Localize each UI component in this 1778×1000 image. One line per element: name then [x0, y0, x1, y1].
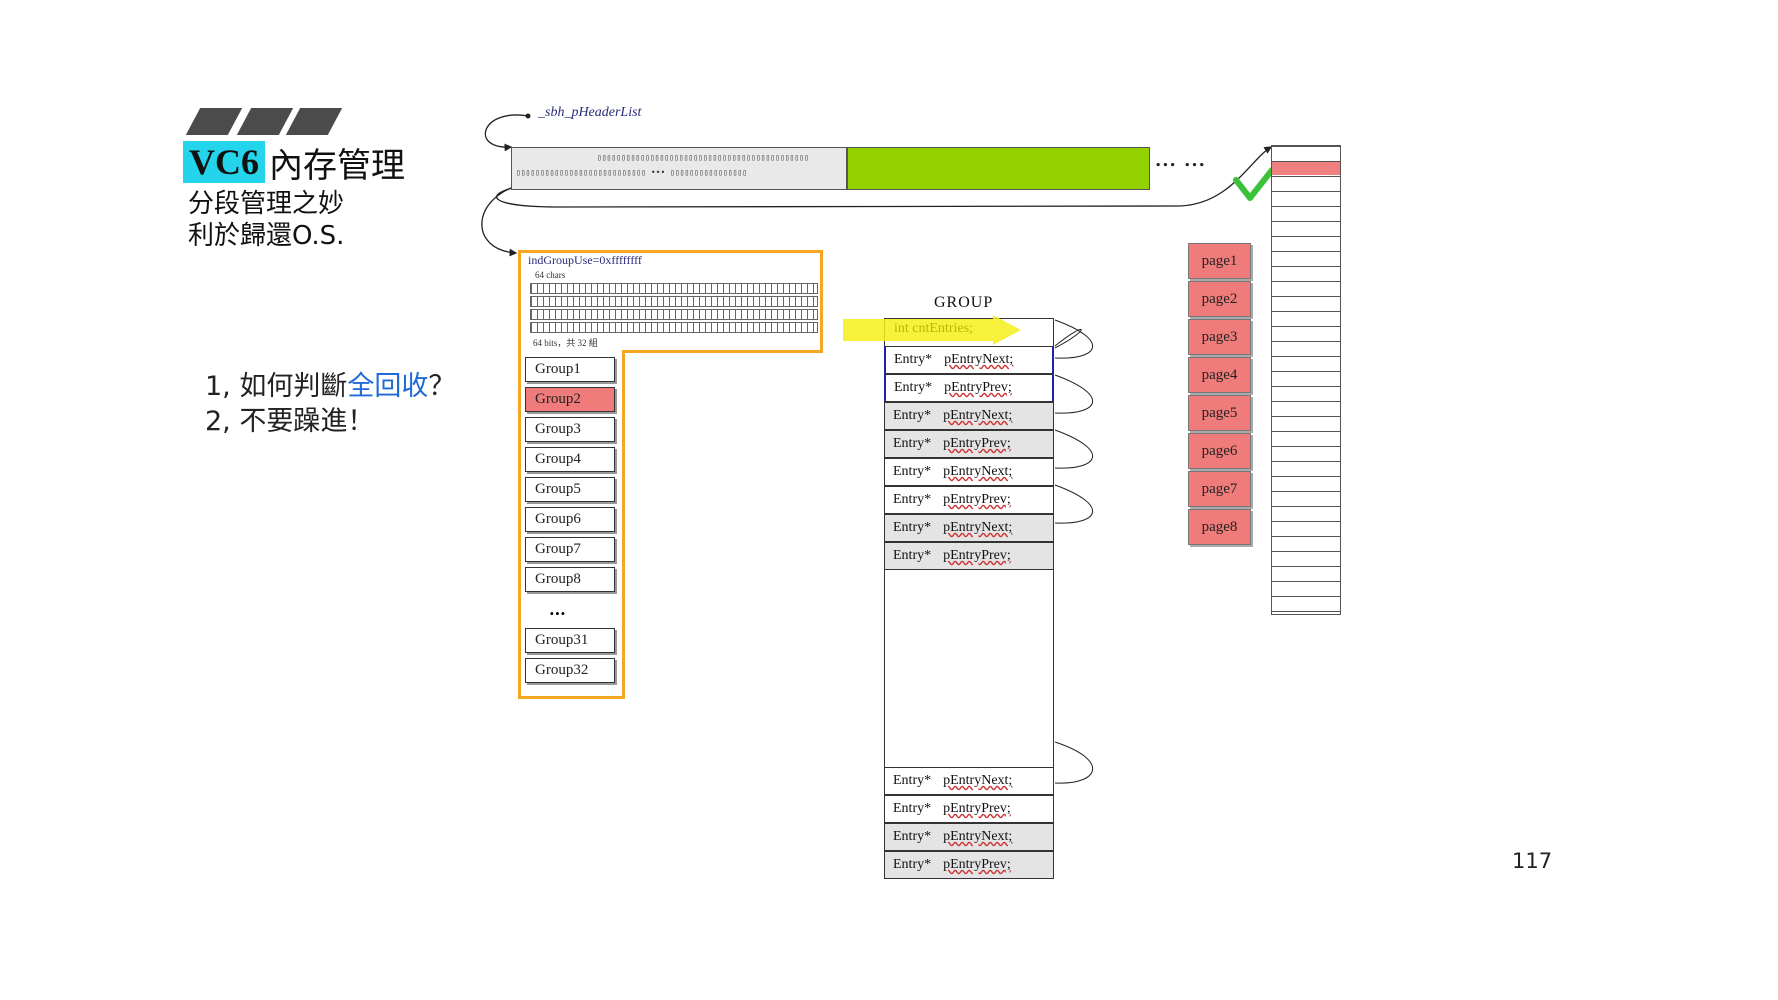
page-block-6: page6 — [1188, 433, 1251, 469]
question-2: 2, 不要躁進！ — [205, 406, 375, 437]
entry-row: Entry*pEntryPrev; — [884, 430, 1054, 458]
subtitle-line-2: 利於歸還O.S. — [188, 221, 345, 251]
title-tag: VC6 — [183, 141, 265, 183]
chars-note: 64 chars — [535, 270, 566, 280]
group-item-3: Group3 — [525, 417, 615, 442]
bits-note: 64 bits，共 32 組 — [533, 338, 598, 348]
group-struct-title: GROUP — [934, 294, 994, 311]
question-1: 1, 如何判斷全回收？ — [205, 370, 455, 404]
count-arrow-icon — [843, 315, 1021, 345]
check-icon — [1233, 167, 1275, 201]
entry-row: Entry*pEntryNext; — [884, 458, 1054, 486]
entry-row: Entry*pEntryPrev; — [884, 795, 1054, 823]
header-green-block — [847, 147, 1150, 190]
entry-row: Entry*pEntryPrev; — [884, 851, 1054, 879]
group-ellipsis: ... — [549, 600, 566, 619]
group-item-5: Group5 — [525, 477, 615, 502]
page-number: 117 — [1512, 849, 1553, 873]
bitmap-row-4 — [530, 322, 818, 333]
bitmap-row-2 — [530, 296, 818, 307]
question-1-pre: 1, 如何判斷 — [205, 371, 348, 402]
header-bit-row-1: ▯▯▯▯▯▯▯▯▯▯▯▯▯▯▯▯▯▯▯▯▯▯▯▯▯▯▯▯▯▯▯▯▯▯▯▯▯▯▯▯… — [597, 154, 809, 162]
group-use-caption: indGroupUse=0xffffffff — [528, 253, 642, 267]
page-block-7: page7 — [1188, 471, 1251, 507]
page-block-8: page8 — [1188, 509, 1251, 545]
entry-row: Entry*pEntryNext; — [884, 514, 1054, 542]
entry-row: Entry*pEntryNext; — [884, 346, 1054, 374]
group-item-1: Group1 — [525, 357, 615, 382]
page-block-5: page5 — [1188, 395, 1251, 431]
group-table-top-border — [518, 250, 823, 353]
subtitle-line-1: 分段管理之妙 — [188, 189, 345, 219]
page-block-4: page4 — [1188, 357, 1251, 393]
page-stack — [1271, 145, 1341, 615]
entry-row: Entry*pEntryPrev; — [884, 374, 1054, 402]
entry-row: Entry*pEntryPrev; — [884, 486, 1054, 514]
page-stack-highlight — [1272, 162, 1340, 175]
entry-row: Entry*pEntryNext; — [884, 823, 1054, 851]
group-item-6: Group6 — [525, 507, 615, 532]
entry-row: Entry*pEntryNext; — [884, 767, 1054, 795]
page-stack-pointer-line — [496, 146, 1273, 208]
group-item-8: Group8 — [525, 567, 615, 592]
bitmap-row-3 — [530, 309, 818, 320]
bitmap-row-1 — [530, 283, 818, 294]
group-table-pointer-line — [481, 184, 520, 257]
group-item-32: Group32 — [525, 658, 615, 683]
question-1-post: ？ — [428, 371, 456, 402]
page-block-3: page3 — [1188, 319, 1251, 355]
question-1-highlight: 全回收 — [347, 371, 429, 402]
group-table-mask — [521, 349, 622, 354]
header-continuation: ... ... — [1155, 150, 1206, 171]
group-item-4: Group4 — [525, 447, 615, 472]
page-block-2: page2 — [1188, 281, 1251, 317]
title-text: 內存管理 — [269, 145, 405, 186]
group-table-side-border — [518, 350, 625, 699]
count-field: int cntEntries; — [894, 321, 973, 336]
group-item-2: Group2 — [525, 387, 615, 412]
slide-title: VC6 內存管理 — [183, 140, 405, 186]
entry-row: Entry*pEntryNext; — [884, 402, 1054, 430]
header-pointer-line — [484, 114, 529, 152]
group-item-31: Group31 — [525, 628, 615, 653]
header-list-label: _sbh_pHeaderList — [538, 105, 642, 120]
header-bit-row-2: ▯▯▯▯▯▯▯▯▯▯▯▯▯▯▯▯▯▯▯▯▯▯▯▯▯▯▯ ••• ▯▯▯▯▯▯▯▯… — [516, 169, 748, 177]
group-item-7: Group7 — [525, 537, 615, 562]
page-block-1: page1 — [1188, 243, 1251, 279]
header-list-box: ▯▯▯▯▯▯▯▯▯▯▯▯▯▯▯▯▯▯▯▯▯▯▯▯▯▯▯▯▯▯▯▯▯▯▯▯▯▯▯▯… — [511, 147, 847, 190]
entry-row: Entry*pEntryPrev; — [884, 542, 1054, 570]
